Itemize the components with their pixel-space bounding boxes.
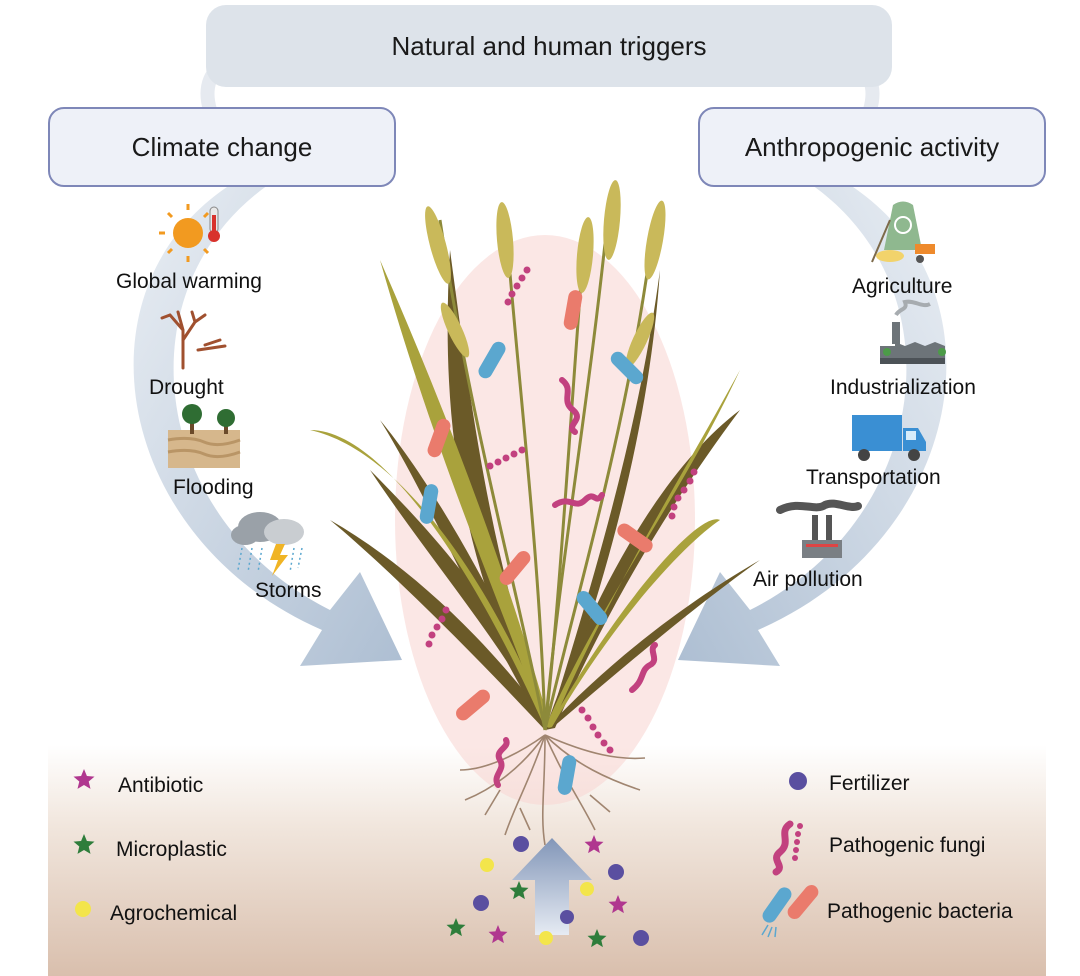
soil-star xyxy=(587,929,607,948)
plant-bacteria-blue xyxy=(419,341,644,795)
label-air-pollution: Air pollution xyxy=(753,568,863,591)
legend-microplastic-icon xyxy=(73,834,95,854)
legend-microplastic: Microplastic xyxy=(116,838,227,861)
label-flooding: Flooding xyxy=(173,476,254,499)
legend-bacteria-icon xyxy=(761,885,819,938)
label-global-warming: Global warming xyxy=(116,270,262,293)
soil-star xyxy=(488,925,508,944)
legend-fungi-icon xyxy=(772,820,803,876)
uptake-arrow xyxy=(512,838,592,935)
legend-fertilizer: Fertilizer xyxy=(829,772,910,795)
label-drought: Drought xyxy=(149,376,224,399)
anthropogenic-activity-box: Anthropogenic activity xyxy=(698,107,1046,187)
storm-cloud-icon xyxy=(231,512,304,576)
legend-antibiotic: Antibiotic xyxy=(118,774,204,797)
wheat-plant xyxy=(310,180,760,846)
soil-star xyxy=(608,895,628,914)
agriculture-icon xyxy=(871,201,935,263)
soil-star xyxy=(509,881,529,900)
soil-star xyxy=(446,918,466,937)
legend-pathogenic-fungi: Pathogenic fungi xyxy=(829,834,986,857)
anthropogenic-arrow xyxy=(678,185,947,666)
plant-fungi-chains xyxy=(425,266,698,754)
climate-arrow xyxy=(133,185,402,666)
legend-fertilizer-icon xyxy=(789,772,807,790)
label-transportation: Transportation xyxy=(806,466,941,489)
title-box: Natural and human triggers xyxy=(206,5,892,87)
legend-pathogenic-bacteria: Pathogenic bacteria xyxy=(827,900,1013,923)
sun-thermometer-icon xyxy=(159,204,220,262)
legend-antibiotic-icon xyxy=(73,769,95,789)
legend-star-icons xyxy=(73,769,95,854)
dead-tree-icon xyxy=(160,310,227,370)
flood-landscape-icon xyxy=(167,404,241,468)
truck-icon xyxy=(852,415,926,461)
label-storms: Storms xyxy=(255,579,322,602)
legend-agrochemical-icon xyxy=(75,901,91,917)
soil-fertilizer-dots xyxy=(473,836,649,946)
factory-icon xyxy=(880,299,946,364)
soil-agrochemical-dots xyxy=(480,858,594,945)
air-pollution-icon xyxy=(776,499,862,558)
plant-bacteria-red xyxy=(427,290,653,721)
soil-star-particles xyxy=(446,835,628,948)
plant-fungi xyxy=(493,377,658,788)
label-agriculture: Agriculture xyxy=(852,275,953,298)
soil-star xyxy=(584,835,604,854)
label-industrialization: Industrialization xyxy=(830,376,976,399)
climate-change-box: Climate change xyxy=(48,107,396,187)
legend-agrochemical: Agrochemical xyxy=(110,902,238,925)
